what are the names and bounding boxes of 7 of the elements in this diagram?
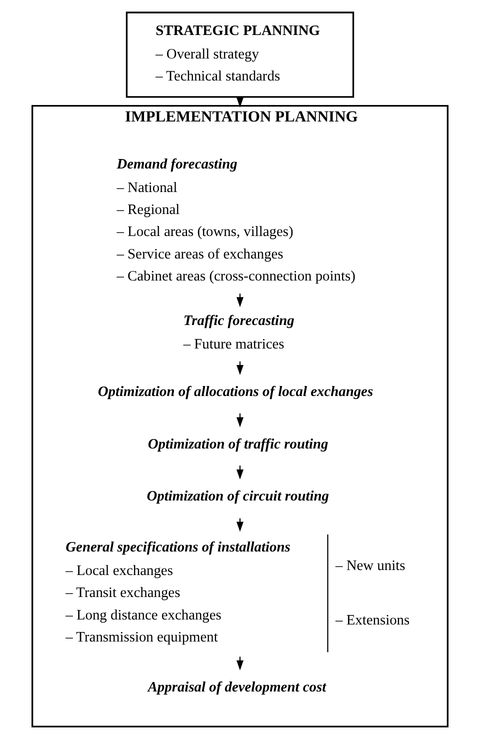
node-text: Appraisal of development cost — [147, 680, 326, 696]
node-text: General specifications of installations – Local exchanges – Transit exchanges – Long distance exchanges – Transmission equipment – New units – Extensions — [65, 540, 410, 646]
node-text: Optimization of circuit routing — [146, 488, 329, 504]
node-text: Demand forecasting – National – Regional – Local areas (towns, villages) – Service areas of exchanges – Cabinet areas (cross-connection points) — [116, 156, 355, 285]
node-text: Optimization of allocations of local exchanges — [97, 384, 373, 400]
node-text: Optimization of traffic routing — [147, 436, 328, 452]
node-text: Traffic forecasting – Future matrices — [182, 313, 294, 352]
